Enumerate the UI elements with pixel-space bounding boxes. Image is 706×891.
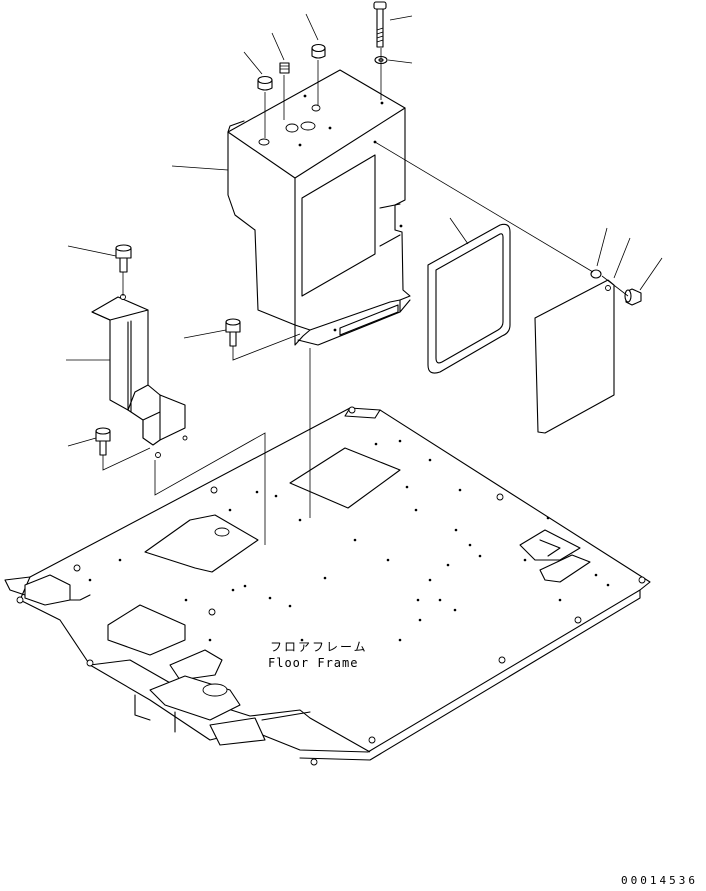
bolt-top [373, 1, 387, 48]
bolt-cover-side [225, 318, 241, 347]
leader-lines [66, 13, 663, 447]
cap-plug-left [257, 75, 273, 91]
bolt-right [624, 288, 642, 306]
cap-plug-right [311, 43, 326, 59]
floor-opening [289, 447, 401, 509]
floor-recess [144, 514, 259, 573]
window-gasket [427, 223, 511, 374]
plate-holes [16, 406, 646, 766]
bolt-left-lower [95, 427, 111, 456]
cover-box [227, 69, 411, 346]
floor-frame-label-japanese: フロアフレーム [270, 640, 368, 654]
left-bracket [91, 294, 188, 458]
floor-frame-plate [4, 406, 651, 766]
washer-right [590, 269, 602, 279]
cover-window [301, 154, 376, 297]
cover-plate [534, 279, 615, 434]
bolt-left-upper [115, 244, 132, 273]
small-nut [279, 62, 290, 74]
assembly-lines [102, 48, 629, 545]
floor-frame-label-english: Floor Frame [268, 656, 359, 670]
drawing-number: 00014536 [621, 874, 698, 887]
